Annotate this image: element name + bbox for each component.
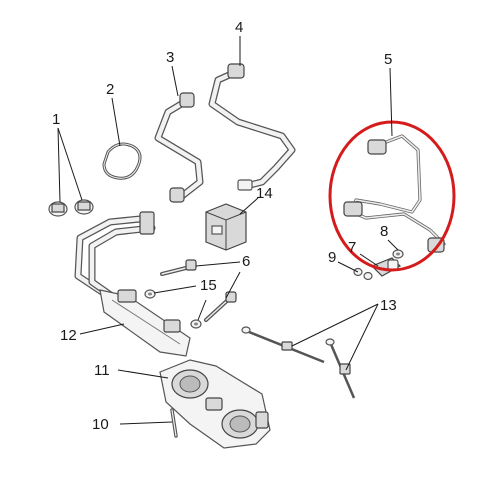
part-4-fuel-line[interactable] [208,63,296,191]
part-8-washer[interactable] [392,249,404,259]
callout-15: 15 [200,277,217,294]
part-1-clamps[interactable] [48,199,94,217]
callout-11: 11 [94,362,110,379]
callout-7: 7 [348,239,356,256]
part-10-rod[interactable] [170,408,178,438]
part-2-gasket[interactable] [102,142,142,180]
callout-labels: 1 2 3 4 5 6 7 8 9 10 11 12 13 14 15 [52,19,397,433]
callout-8: 8 [380,223,388,240]
callout-4: 4 [235,19,243,36]
callout-14: 14 [256,185,273,202]
callout-6: 6 [242,253,250,270]
part-5-wire-harness[interactable] [343,134,446,253]
callout-5: 5 [384,51,392,68]
callout-9: 9 [328,249,336,266]
callout-1: 1 [52,111,60,128]
part-11-throttle-body[interactable] [159,359,271,449]
part-14-block[interactable] [205,203,247,251]
part-3-hose[interactable] [154,92,204,203]
part-9-washers[interactable] [353,267,373,281]
callout-3: 3 [166,49,174,66]
callout-10: 10 [92,416,109,433]
callout-12: 12 [60,327,77,344]
part-15-washers[interactable] [144,289,202,329]
part-13-cable-ties[interactable] [241,326,356,399]
leader-lines [57,36,399,425]
callout-2: 2 [106,81,114,98]
part-12-fuel-rail[interactable] [74,211,191,357]
callout-13: 13 [380,297,397,314]
part-6-bolts[interactable] [160,259,237,322]
